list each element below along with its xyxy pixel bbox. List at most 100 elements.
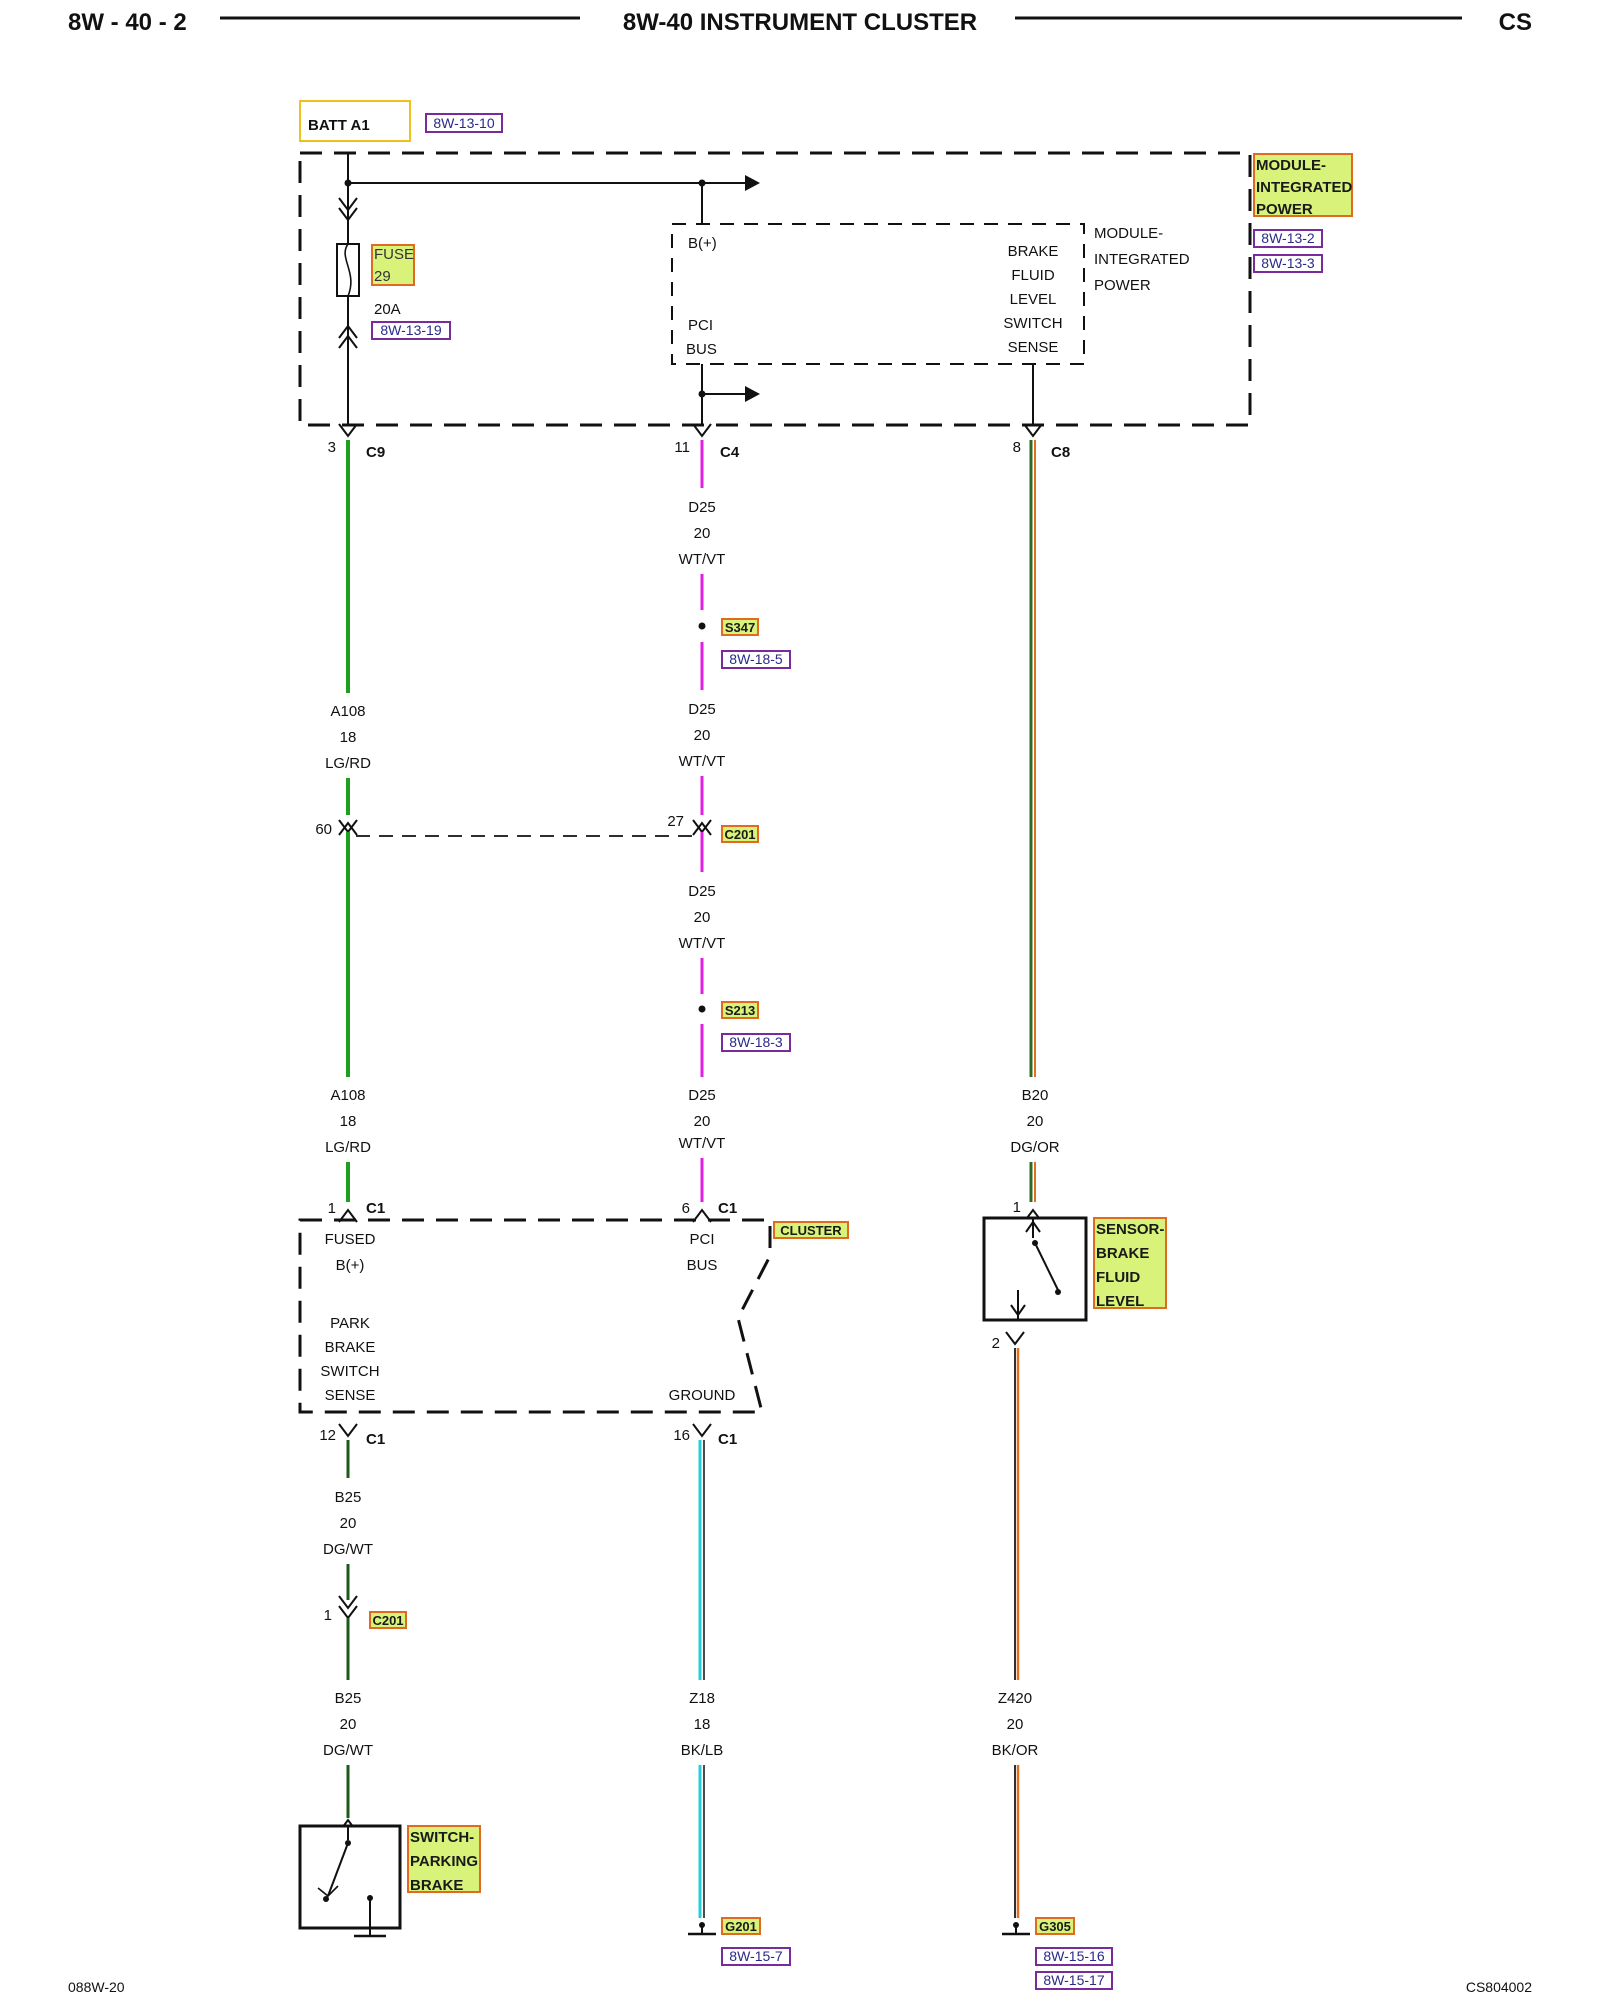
d25-1-gauge: 20 (694, 525, 711, 542)
d25-3-code: D25 (688, 883, 716, 900)
switch-park-label-3: BRAKE (410, 1877, 463, 1894)
batt-ref-box[interactable] (425, 113, 503, 133)
b20-color: DG/OR (1010, 1139, 1059, 1156)
inner-module-1: MODULE- (1094, 225, 1163, 242)
sensor-label-2: BRAKE (1096, 1245, 1149, 1262)
c201-b25-pin: 1 (324, 1607, 332, 1624)
s213-ref-box[interactable] (721, 1033, 791, 1052)
fuse-ref-box[interactable] (371, 321, 451, 340)
cluster-c1-bottom-mid: C1 (718, 1431, 737, 1448)
s213-ref[interactable]: 8W-18-3 (729, 1034, 783, 1050)
inner-brake-5: SENSE (1008, 339, 1059, 356)
fuse-ref[interactable]: 8W-13-19 (380, 322, 441, 338)
inner-pci-1: PCI (688, 317, 713, 334)
d25-2-gauge: 20 (694, 727, 711, 744)
g201-label: G201 (725, 1919, 757, 1934)
cluster-park-1: PARK (330, 1315, 370, 1332)
s213-splice (698, 1005, 706, 1013)
cluster-fused-1: FUSED (325, 1231, 376, 1248)
b25-1-color: DG/WT (323, 1541, 373, 1558)
inner-module-2: INTEGRATED (1094, 251, 1190, 268)
c201-label: C201 (724, 827, 755, 842)
cluster-fused-pin: 1 (328, 1200, 336, 1217)
footer-right: CS804002 (1466, 1979, 1532, 1995)
c201-mid-pin: 27 (667, 813, 684, 830)
cluster-ground: GROUND (669, 1387, 736, 1404)
batt-box (299, 100, 411, 142)
switch-park-label-1: SWITCH- (410, 1829, 474, 1846)
sensor-pin2: 2 (992, 1335, 1000, 1352)
z420-color: BK/OR (992, 1742, 1039, 1759)
sensor-label-4: LEVEL (1096, 1293, 1144, 1310)
a108-1-gauge: 18 (340, 729, 357, 746)
module-ref-2[interactable]: 8W-13-3 (1261, 255, 1315, 271)
cluster-fused-2: B(+) (336, 1257, 365, 1274)
inner-brake-1: BRAKE (1008, 243, 1059, 260)
cluster-c1-top-left: C1 (366, 1200, 385, 1217)
sensor-pin1: 1 (1013, 1199, 1021, 1216)
header-left: 8W - 40 - 2 (68, 9, 187, 36)
c201-b25-label: C201 (372, 1613, 403, 1628)
switch-park-label-2: PARKING (410, 1853, 478, 1870)
module-ref-1[interactable]: 8W-13-2 (1261, 230, 1315, 246)
a108-1-code: A108 (330, 703, 365, 720)
cluster-c1-bottom-left: C1 (366, 1431, 385, 1448)
module-label-1: MODULE- (1256, 157, 1326, 174)
d25-1-color: WT/VT (679, 551, 726, 568)
z18-gauge: 18 (694, 1716, 711, 1733)
b25-2-code: B25 (335, 1690, 362, 1707)
a108-1-color: LG/RD (325, 755, 371, 772)
fuse-symbol (336, 243, 360, 297)
fuse-label-2: 29 (374, 268, 391, 285)
s347-ref-box[interactable] (721, 650, 791, 669)
inner-pci-2: BUS (686, 341, 717, 358)
a108-2-color: LG/RD (325, 1139, 371, 1156)
g201-ref-box[interactable] (721, 1947, 791, 1966)
d25-1-code: D25 (688, 499, 716, 516)
cluster-pci-2: BUS (687, 1257, 718, 1274)
header-title: 8W-40 INSTRUMENT CLUSTER (623, 9, 977, 36)
cluster-park-4: SENSE (325, 1387, 376, 1404)
cluster-pci-1: PCI (689, 1231, 714, 1248)
d25-4-code: D25 (688, 1087, 716, 1104)
inner-module-3: POWER (1094, 277, 1151, 294)
batt-label: BATT A1 (308, 117, 370, 134)
module-ref1-box[interactable] (1253, 229, 1323, 248)
cluster-label: CLUSTER (780, 1223, 842, 1238)
z420-code: Z420 (998, 1690, 1032, 1707)
cluster-park-pin: 12 (319, 1427, 336, 1444)
c4-label: C4 (720, 444, 740, 461)
g305-ref1-box[interactable] (1035, 1947, 1113, 1966)
s213-label: S213 (725, 1003, 755, 1018)
b25-2-color: DG/WT (323, 1742, 373, 1759)
sensor-label-1: SENSOR- (1096, 1221, 1164, 1238)
d25-2-color: WT/VT (679, 753, 726, 770)
fuse-rating: 20A (374, 301, 401, 318)
d25-3-color: WT/VT (679, 935, 726, 952)
c8-pin: 8 (1013, 439, 1021, 456)
module-ref2-box[interactable] (1253, 254, 1323, 273)
inner-module-box (671, 223, 1085, 365)
header-right: CS (1499, 9, 1532, 36)
module-label-2: INTEGRATED (1256, 179, 1353, 196)
a108-2-gauge: 18 (340, 1113, 357, 1130)
module-label-bg (1253, 153, 1353, 217)
g305-ref-2[interactable]: 8W-15-17 (1043, 1972, 1104, 1988)
c9-pin: 3 (328, 439, 336, 456)
s347-ref[interactable]: 8W-18-5 (729, 651, 783, 667)
cluster-box (298, 1218, 772, 1414)
g201-ref[interactable]: 8W-15-7 (729, 1948, 783, 1964)
sensor-brake-fluid-symbol (982, 1216, 1088, 1322)
g305-label: G305 (1039, 1919, 1071, 1934)
d25-2-code: D25 (688, 701, 716, 718)
d25-4-gauge: 20 (694, 1113, 711, 1130)
s347-splice (698, 622, 706, 630)
g305-ref-1[interactable]: 8W-15-16 (1043, 1948, 1104, 1964)
batt-ref[interactable]: 8W-13-10 (433, 115, 494, 131)
g305-ref2-box[interactable] (1035, 1971, 1113, 1990)
c9-label: C9 (366, 444, 385, 461)
b25-2-gauge: 20 (340, 1716, 357, 1733)
a108-2-code: A108 (330, 1087, 365, 1104)
inner-brake-3: LEVEL (1010, 291, 1057, 308)
b25-1-gauge: 20 (340, 1515, 357, 1532)
